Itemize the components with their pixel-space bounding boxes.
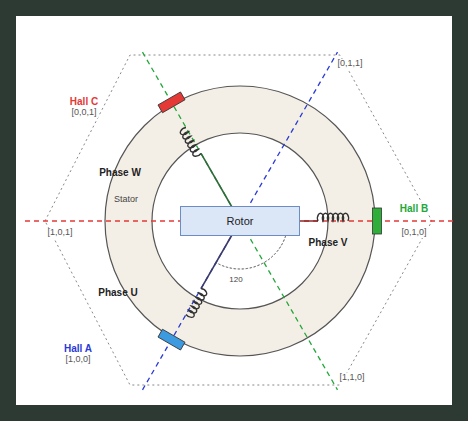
state-code: [1,0,1] bbox=[45, 228, 74, 238]
hall-sensor bbox=[373, 208, 382, 234]
rotor-box: Rotor bbox=[180, 206, 300, 236]
coil-symbol bbox=[179, 127, 201, 158]
panel bbox=[16, 16, 452, 405]
node-label: Rotor bbox=[227, 215, 254, 227]
axis-line-blue bbox=[143, 52, 338, 390]
angle-label: 120 bbox=[227, 276, 244, 285]
hall-label: Hall A bbox=[62, 343, 94, 354]
part-label: Stator bbox=[112, 195, 140, 205]
state-code: [0,1,1] bbox=[335, 59, 364, 69]
phase-label: Phase U bbox=[96, 287, 139, 298]
hall-label: Hall C bbox=[68, 96, 100, 107]
hall-sensor bbox=[158, 92, 185, 113]
phase-label: Phase V bbox=[307, 237, 350, 248]
coil-symbol bbox=[318, 213, 349, 221]
state-code: [1,0,0] bbox=[63, 355, 92, 365]
state-code: [0,1,0] bbox=[399, 228, 428, 238]
axis-line-green bbox=[143, 52, 338, 390]
phase-label: Phase W bbox=[97, 167, 143, 178]
hall-label: Hall B bbox=[398, 203, 430, 214]
coil-symbol bbox=[186, 288, 208, 319]
hall-sensor bbox=[158, 329, 185, 350]
state-hexagon bbox=[45, 55, 432, 385]
state-code: [1,1,0] bbox=[337, 373, 366, 383]
state-code: [0,0,1] bbox=[69, 108, 98, 118]
